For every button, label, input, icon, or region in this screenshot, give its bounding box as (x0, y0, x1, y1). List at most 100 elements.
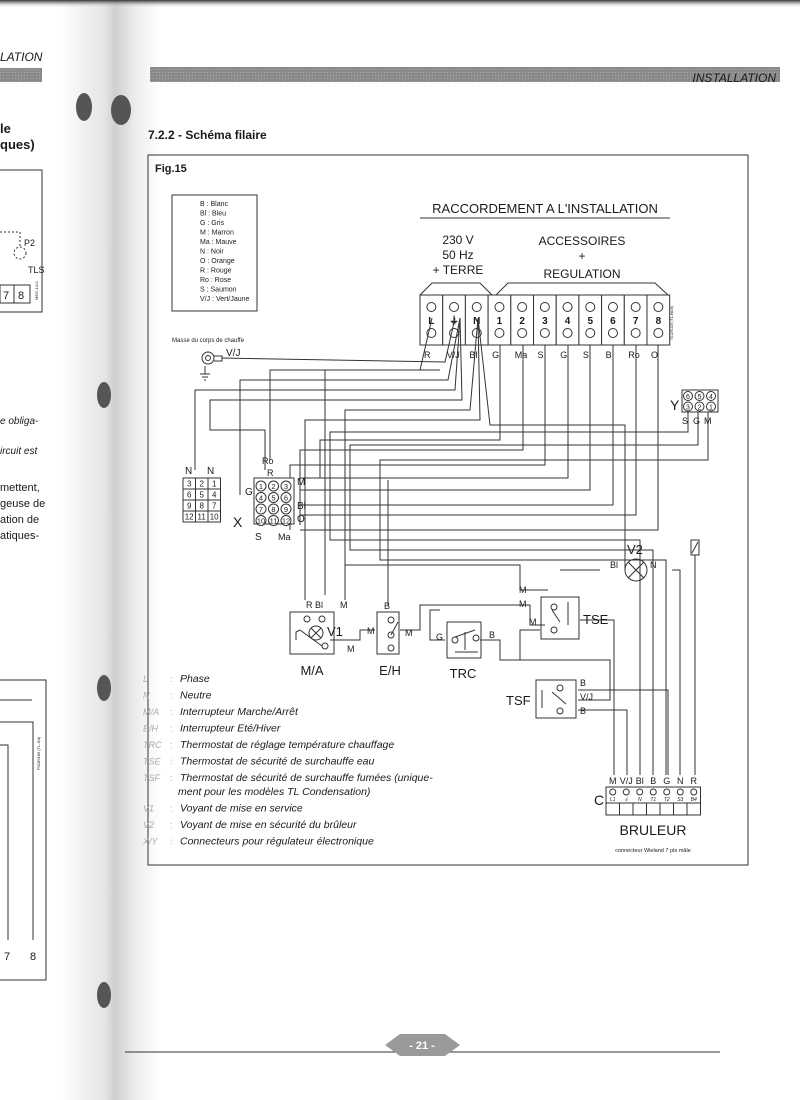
legend-colon: : (170, 740, 173, 750)
wire-label: G (245, 487, 253, 498)
pin-label: 10 (210, 513, 219, 522)
pin-label: S3 (677, 797, 683, 803)
eh-label: E/H (379, 663, 401, 678)
wire-label: Bl (636, 776, 644, 786)
pin (706, 391, 716, 401)
terminal-screw-icon (630, 328, 641, 338)
terminal-screw-icon (539, 302, 550, 312)
terminal-wire-label: G (560, 350, 567, 360)
wire-label: M (519, 585, 527, 595)
terminal-screw-icon (539, 328, 550, 338)
left-header-bar (0, 68, 42, 82)
pin (649, 788, 657, 796)
wire-label: B (489, 630, 495, 640)
legend-abbr: M/A (143, 707, 159, 717)
wire-label: G (436, 632, 443, 642)
burner-title: BRULEUR (620, 822, 687, 838)
page-number: - 21 - (409, 1040, 435, 1052)
pin (683, 401, 693, 412)
legend-desc: Thermostat de réglage température chauff… (180, 739, 394, 751)
pin-label: 1 (709, 405, 713, 412)
left-diagram-box-2 (0, 679, 47, 981)
color-legend-item: N : Noir (200, 249, 224, 256)
left-fragment: e obliga- (0, 416, 39, 427)
legend-colon: : (170, 724, 173, 734)
terminal-screw-icon (426, 302, 437, 312)
terminal-wire-label: B (606, 350, 612, 360)
wire-label: N (677, 776, 684, 786)
pin (706, 401, 716, 412)
wire-label: M (609, 776, 617, 786)
wire-label: N (207, 466, 214, 477)
wire-label: B (384, 601, 390, 611)
legend-abbr: N (143, 691, 150, 701)
color-legend-item: R : Rouge (200, 268, 232, 275)
v2-label: V2 (627, 542, 643, 557)
legend-abbr: TSF (143, 773, 161, 783)
pin-label: 7 (259, 505, 263, 514)
pin-label: 6 (284, 494, 288, 503)
wire-label: M (529, 617, 537, 627)
terminal-screw-icon (653, 302, 664, 312)
color-legend-item: M : Marron (200, 230, 234, 237)
wire-label: M (405, 628, 413, 638)
power-label: + TERRE (433, 263, 484, 277)
color-legend-item: Ma : Mauve (200, 239, 237, 246)
left-text-line: ques) (0, 137, 35, 152)
wire-label: N (650, 560, 657, 570)
color-legend-item: S : Saumon (200, 287, 237, 294)
terminal-wire-label: S (538, 350, 544, 360)
pin-label: 3 (284, 482, 288, 491)
pin-label: 2 (698, 405, 702, 412)
ma-label: M/A (300, 663, 323, 678)
terminal-screw-icon (607, 328, 618, 338)
wire-label: V/J (226, 348, 240, 359)
terminal-label: 8 (656, 316, 662, 327)
pin (268, 480, 279, 492)
pin-label: 6 (686, 394, 690, 401)
wire-label: G (693, 416, 700, 426)
terminal-label: 5 (587, 316, 593, 327)
pin (280, 503, 292, 515)
left-diagram-box (0, 169, 43, 313)
legend-abbr: X/Y (142, 837, 159, 847)
terminal-label: 6 (610, 316, 616, 327)
pin (694, 401, 705, 412)
pin-label: 9 (284, 505, 288, 514)
color-legend-item: O : Orange (200, 258, 235, 265)
legend-desc: Thermostat de sécurité de surchauffe eau (180, 756, 375, 768)
wire-label: M (519, 599, 527, 609)
section-title: 7.2.2 - Schéma filaire (148, 128, 267, 142)
label-8: 8 (30, 951, 36, 963)
terminal-screw-icon (517, 302, 528, 312)
color-legend-item: Bl : Bleu (200, 211, 226, 218)
legend-colon: : (170, 837, 173, 847)
eh-switch: B M M E/H (367, 601, 413, 678)
wire-label: O (297, 514, 305, 525)
label-7: 7 (3, 290, 9, 302)
pin-label: 2 (199, 480, 204, 489)
label-p2: P2 (24, 238, 35, 248)
left-header: LATION (0, 50, 43, 64)
terminal-label: 3 (542, 316, 548, 327)
pin-label: T2 (664, 797, 670, 803)
color-legend-item: Ro : Rose (200, 277, 231, 284)
terminal-screw-icon (494, 328, 505, 338)
trc-thermostat: G B TRC (436, 621, 495, 681)
figure-label: Fig.15 (155, 163, 187, 175)
color-legend-item: B : Blanc (200, 201, 229, 208)
page-gutter-shadow (60, 0, 160, 1100)
terminal-ref: T01291105 (TL-Hd-B) (670, 306, 674, 340)
legend-abbr: L (143, 674, 148, 684)
left-ref-2: P0289186 (TL-Hd) (36, 736, 41, 770)
terminal-wire-label: O (651, 350, 658, 360)
connector-cell (207, 510, 221, 523)
trc-label: TRC (450, 666, 477, 681)
power-label: 50 Hz (442, 248, 473, 262)
legend-abbr: TRC (143, 740, 162, 750)
pin-label: 12 (282, 517, 290, 526)
wire-label: V/J (580, 692, 593, 702)
